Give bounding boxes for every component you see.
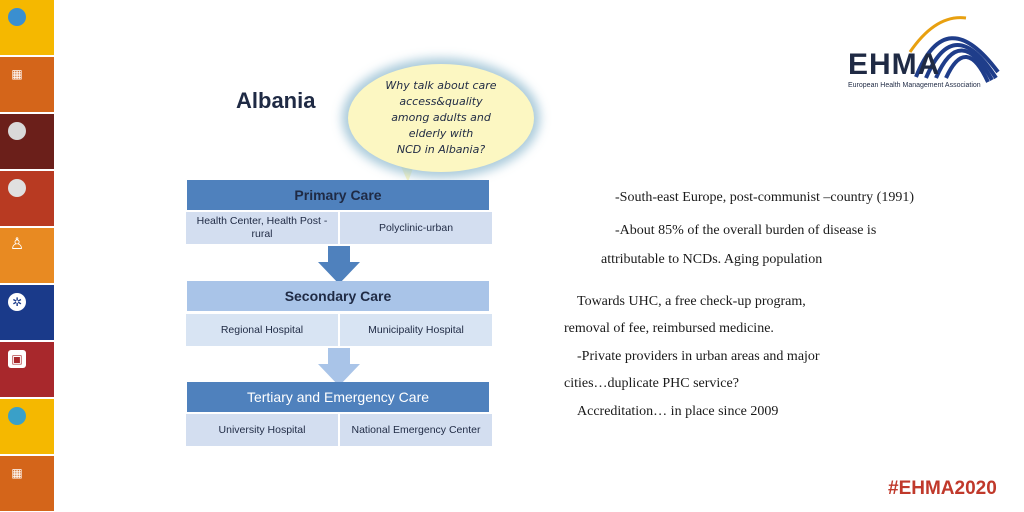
primary-left-cell: Health Center, Health Post - rural [196, 215, 328, 240]
logo-name: EHMA [848, 48, 941, 81]
strip-tile-6: ✲ [0, 285, 54, 340]
primary-right-cell: Polyclinic-urban [338, 212, 492, 244]
hashtag: #EHMA2020 [888, 478, 997, 499]
text-line-5: removal of fee, reimbursed medicine. [564, 321, 774, 336]
building-icon: ▦ [11, 466, 23, 480]
strip-tile-2: ▦ [0, 57, 54, 112]
side-icon-strip: ▦ ♙ ✲ ▣ ▦ [0, 0, 54, 512]
down-arrow-icon [318, 348, 360, 386]
tertiary-care-row: University Hospital National Emergency C… [186, 414, 492, 446]
secondary-right-cell: Municipality Hospital [338, 314, 492, 346]
globe-icon [8, 122, 26, 140]
text-line-7: cities…duplicate PHC service? [564, 376, 739, 391]
text-line-3: attributable to NCDs. Aging population [601, 252, 823, 267]
tertiary-right-cell: National Emergency Center [338, 414, 492, 446]
strip-tile-3 [0, 114, 54, 169]
primary-care-header: Primary Care [187, 180, 489, 210]
strip-tile-7: ▣ [0, 342, 54, 397]
globe-icon [8, 8, 26, 26]
bubble-text: Why talk about care access&quality among… [385, 79, 497, 156]
text-line-6: -Private providers in urban areas and ma… [577, 349, 820, 364]
primary-care-row: Health Center, Health Post - rural Polyc… [186, 212, 492, 244]
device-icon: ▣ [8, 350, 26, 368]
strip-tile-1 [0, 0, 54, 55]
text-line-4: Towards UHC, a free check-up program, [577, 294, 806, 309]
text-line-8: Accreditation… in place since 2009 [577, 404, 779, 419]
globe-icon [8, 407, 26, 425]
down-arrow-icon [318, 246, 360, 284]
secondary-care-header: Secondary Care [187, 281, 489, 311]
speech-bubble: Why talk about care access&quality among… [348, 64, 534, 172]
tertiary-left-cell: University Hospital [218, 423, 306, 436]
secondary-care-row: Regional Hospital Municipality Hospital [186, 314, 492, 346]
text-line-2: -About 85% of the overall burden of dise… [615, 223, 877, 238]
strip-tile-5: ♙ [0, 228, 54, 283]
person-icon: ♙ [9, 236, 25, 253]
strip-tile-9: ▦ [0, 456, 54, 511]
tertiary-care-header: Tertiary and Emergency Care [187, 382, 489, 412]
globe-icon [8, 179, 26, 197]
strip-tile-8 [0, 399, 54, 454]
page-title: Albania [236, 88, 316, 113]
building-icon: ▦ [11, 67, 23, 81]
secondary-left-cell: Regional Hospital [220, 323, 304, 336]
text-line-1: -South-east Europe, post-communist –coun… [615, 190, 915, 205]
ehma-logo-arcs [908, 16, 1000, 83]
network-icon: ✲ [8, 293, 26, 311]
logo-subtitle: European Health Management Association [848, 82, 981, 89]
strip-tile-4 [0, 171, 54, 226]
